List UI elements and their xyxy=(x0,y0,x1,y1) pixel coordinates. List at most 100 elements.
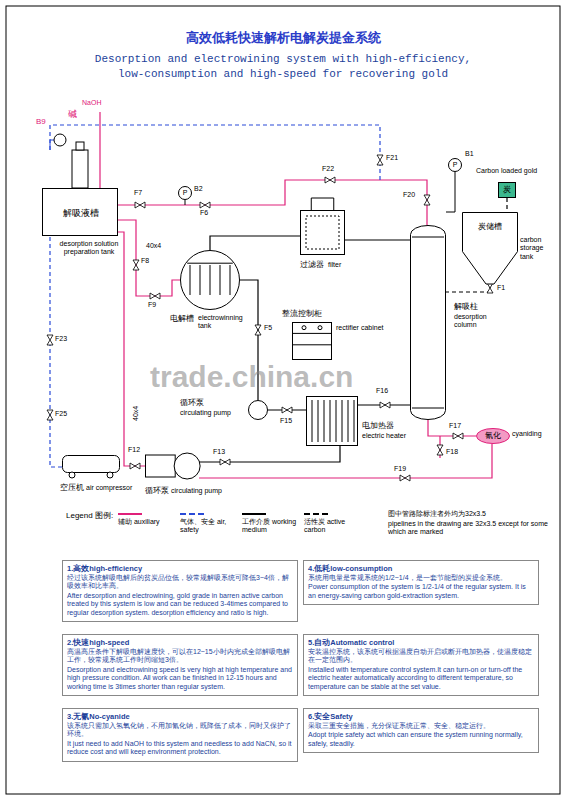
pipe-naoh-feed xyxy=(99,112,100,188)
node-label: P xyxy=(453,161,458,169)
callout-label: NaOH xyxy=(82,99,101,107)
note-heading: 2.快速high-speed xyxy=(67,638,293,647)
node-label: desorption solution preparation tank xyxy=(58,240,120,257)
watermark: trade.china.cn xyxy=(150,362,353,392)
equipment-node: Carbon loaded gold炭 xyxy=(498,182,516,198)
note-box: 5.自动Automatic control安装温控系统，该系统可根据温度自动开启… xyxy=(303,634,539,696)
node-label: rectifier cabinet xyxy=(336,324,392,332)
node-label: 氰化 xyxy=(485,431,501,441)
legend-swatch xyxy=(242,513,266,515)
callout-label: F20 xyxy=(403,191,415,199)
node-label: 炭储槽 xyxy=(462,222,518,232)
note-heading: 1.高效high-efficiency xyxy=(67,564,293,573)
mixer-motor xyxy=(72,150,88,188)
pipe-air xyxy=(50,125,380,180)
node-label: air compressor xyxy=(86,484,132,492)
node-label: Carbon loaded gold xyxy=(476,167,537,175)
legend-item: 气体、安全 air, safety xyxy=(180,510,238,535)
comp-outline xyxy=(62,455,120,479)
callout-label: 40x4 xyxy=(146,242,161,250)
callout-label: F21 xyxy=(386,154,398,162)
node-label: 解吸柱 xyxy=(454,302,478,312)
node-label: 解吸液槽 xyxy=(63,208,99,219)
legend-item: 工作介质 working medium xyxy=(242,510,300,535)
legend-swatch xyxy=(304,513,328,515)
legend-text: 辅助 auxiliary xyxy=(118,518,176,526)
callout-label: F18 xyxy=(446,448,458,456)
callout-label: F17 xyxy=(449,422,461,430)
pipe-connector xyxy=(506,198,507,212)
cyl-outline xyxy=(410,225,446,420)
pump2-outline xyxy=(145,452,199,480)
node-label: electric heater xyxy=(362,432,408,440)
note-body: 系统用电量是常规系统的1/2~1/4，是一套节能型的炭提金系统。 xyxy=(308,574,534,582)
equipment-node: 电解槽electrowinning tank xyxy=(180,250,240,310)
note-body: Adopt triple safety act which can ensure… xyxy=(308,731,534,748)
legend-text: 气体、安全 air, safety xyxy=(180,518,238,535)
note-box: 3.无氰No-cyanide该系统只需加入氢氧化钠，不用加氰化钠，既降低了成本，… xyxy=(62,708,298,762)
node-label: electrowinning tank xyxy=(198,314,254,331)
callout-label: F25 xyxy=(55,410,67,418)
equipment-node: 循环泵circulating pump xyxy=(248,400,268,420)
callout-label: 40x4 xyxy=(132,406,140,421)
node-label: circulating pump xyxy=(180,409,231,417)
callout-label: B2 xyxy=(194,185,203,193)
pipe-connector xyxy=(210,236,300,250)
node-label: 炭 xyxy=(503,185,511,195)
equipment-node: 炭储槽carbon storage tank xyxy=(462,212,518,284)
subtitle: Desorption and electrowining system with… xyxy=(88,52,478,82)
legend-item: 辅助 auxiliary xyxy=(118,510,176,526)
note-box: 4.低耗low-consumption系统用电量是常规系统的1/2~1/4，是一… xyxy=(303,560,539,605)
pipe-connector xyxy=(199,444,492,478)
pipe-connector xyxy=(118,232,145,466)
node-label: 过滤器 xyxy=(300,260,324,270)
callout-label: F9 xyxy=(148,301,156,309)
equipment-node: 过滤器filter xyxy=(300,210,345,255)
note-heading: 3.无氰No-cyanide xyxy=(67,712,293,721)
callout-label: B9 xyxy=(36,117,46,127)
note-body: 高温高压条件下解吸电解速度快，可以在12~15小时内完成全部解吸电解工作，较常规… xyxy=(67,648,293,665)
callout-label: F16 xyxy=(376,387,388,395)
note-body: Installed with temperature control syste… xyxy=(308,666,534,691)
node-label: 电解槽 xyxy=(170,314,194,324)
note-heading: 4.低耗low-consumption xyxy=(308,564,534,573)
gauge-symbol xyxy=(54,134,66,146)
callout-label: F1 xyxy=(497,284,505,292)
equipment-node: 空压机air compressor xyxy=(62,455,120,479)
callout-label: F5 xyxy=(264,324,272,332)
pipe-auxiliary xyxy=(118,180,427,225)
equipment-node: 整流控制柜rectifier cabinet xyxy=(292,322,332,360)
callout-label: pipelines in the drawing are 32x3.5 exce… xyxy=(388,520,556,537)
equipment-node: 循环泵circulating pump xyxy=(145,452,199,480)
legend-text: 工作介质 working medium xyxy=(242,518,300,535)
circle-outline xyxy=(248,400,268,420)
filter-outline xyxy=(300,210,345,255)
callout-label: F22 xyxy=(322,165,334,173)
callout-label: 碱 xyxy=(68,109,77,120)
legend-text: 活性炭 active carbon xyxy=(304,518,362,535)
note-box: 6.安全Safety采取三重安全措施，充分保证系统正常、安全、稳定运行。Adop… xyxy=(303,708,539,753)
pipe-connector xyxy=(345,239,410,240)
callout-label: B1 xyxy=(465,150,474,158)
cab-outline xyxy=(292,322,332,360)
node-label: 循环泵 xyxy=(180,398,204,408)
node-label: circulating pump xyxy=(171,487,222,495)
node-label: P xyxy=(183,189,188,197)
callout-label: 图中管路除标注者外均为32x3.5 xyxy=(388,510,486,518)
gauge-stem xyxy=(446,172,455,212)
node-label: 整流控制柜 xyxy=(282,309,322,319)
note-body: It just need to add NaOH to this system … xyxy=(67,740,293,757)
callout-label: F7 xyxy=(134,189,142,197)
node-label: filter xyxy=(328,261,341,269)
equipment-node: P xyxy=(448,158,462,172)
note-heading: 5.自动Automatic control xyxy=(308,638,534,647)
mixer-cap xyxy=(76,142,84,150)
note-body: Desorption and electrowining speed is ve… xyxy=(67,666,293,691)
note-box: 2.快速high-speed高温高压条件下解吸电解速度快，可以在12~15小时内… xyxy=(62,634,298,696)
node-label: carbon storage tank xyxy=(520,236,554,261)
note-body: After desorption and electrowining, gold… xyxy=(67,592,293,617)
note-body: 经过该系统解吸电解后的贫炭品位低，较常规解吸系统可降低3~4倍，解吸效率和比率高… xyxy=(67,574,293,591)
elec-outline xyxy=(180,250,240,310)
callout-label: F15 xyxy=(280,417,292,425)
